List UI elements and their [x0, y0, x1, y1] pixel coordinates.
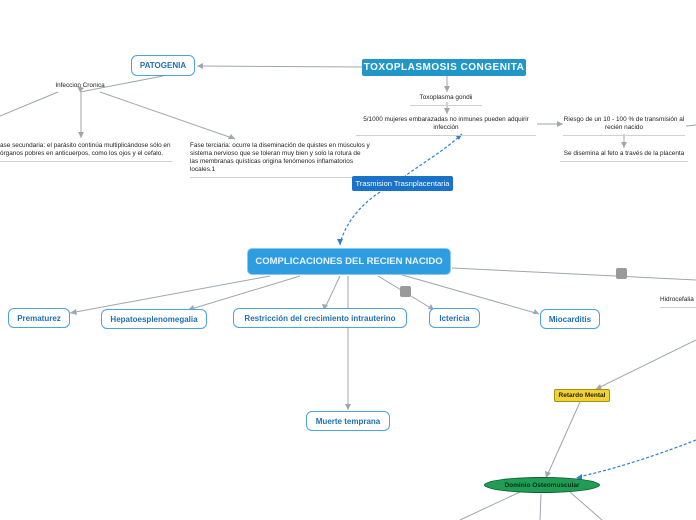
dominio-osteomuscular-node[interactable]: Dominio Osteomuscular [484, 477, 600, 493]
fase-terciaria-node[interactable]: Fase terciaria: ocurre la diseminación d… [190, 142, 370, 178]
link-infeccion-left [0, 91, 59, 117]
root-node[interactable]: TOXOPLASMOSIS CONGENITA [362, 59, 526, 76]
ictericia-node[interactable]: Ictericia [429, 308, 480, 328]
infeccion-cronica-label: Infeccion Cronica [55, 82, 105, 89]
prematurez-label: Prematurez [17, 313, 61, 323]
link-dominio-left [459, 491, 521, 520]
collapse-handle[interactable] [400, 286, 411, 297]
link-dominio-right [569, 491, 603, 520]
transmision-label: Trasmision Trasnplacentaria [355, 179, 450, 188]
disemina-node[interactable]: Se disemina al feto a través de la place… [560, 150, 688, 162]
hepatoesplenomegalia-node[interactable]: Hepatoesplenomegalia [101, 309, 207, 329]
mujeres-node[interactable]: 5/1000 mujeres embarazadas no inmunes pu… [356, 116, 536, 136]
hepatoesplenomegalia-label: Hepatoesplenomegalia [110, 314, 198, 324]
dominio-osteomuscular-label: Dominio Osteomuscular [504, 481, 580, 489]
complicaciones-label: COMPLICACIONES DEL RECIEN NACIDO [255, 256, 443, 267]
link-comp-right [451, 267, 696, 281]
prematurez-node[interactable]: Prematurez [8, 308, 70, 328]
fase-secundaria-node[interactable]: ase secundaria: el parásito continúa mul… [0, 142, 172, 162]
link-patogenia-infeccion [79, 75, 164, 93]
link-root-patogenia [196, 65, 363, 68]
toxoplasma-node[interactable]: Toxoplasma gondii [410, 94, 482, 106]
collapse-handle-right[interactable] [616, 268, 627, 279]
dashed-link-dominio [577, 439, 696, 478]
infeccion-cronica-node[interactable]: Infeccion Cronica [40, 82, 120, 90]
dashed-link-up [404, 133, 463, 177]
miocarditis-node[interactable]: Miocarditis [540, 309, 600, 329]
link-right-retardo [595, 339, 696, 390]
toxoplasma-label: Toxoplasma gondii [419, 94, 473, 101]
ictericia-label: Ictericia [439, 313, 470, 323]
link-dominio-down [539, 493, 542, 520]
mujeres-label: 5/1000 mujeres embarazadas no inmunes pu… [363, 116, 529, 131]
retardo-mental-node[interactable]: Retardo Mental [554, 389, 610, 402]
root-label: TOXOPLASMOSIS CONGENITA [363, 62, 525, 73]
link-retardo-dominio [545, 401, 581, 479]
complicaciones-node[interactable]: COMPLICACIONES DEL RECIEN NACIDO [248, 249, 450, 274]
patogenia-node[interactable]: PATOGENIA [131, 55, 195, 76]
restriccion-node[interactable]: Restricción del crecimiento intrauterino [233, 308, 407, 328]
restriccion-label: Restricción del crecimiento intrauterino [244, 313, 396, 323]
miocarditis-label: Miocarditis [548, 314, 592, 324]
link-comp-prematurez [69, 275, 271, 314]
riesgo-node[interactable]: Riesgo de un 10 - 100 % de transmisión a… [563, 116, 685, 136]
link-comp-restriccion [323, 275, 341, 311]
riesgo-label: Riesgo de un 10 - 100 % de transmisión a… [563, 116, 685, 131]
hidrocefalia-node[interactable]: Hidrocefalia [660, 296, 696, 308]
fase-terciaria-label: Fase terciaria: ocurre la diseminación d… [190, 142, 370, 173]
hidrocefalia-label: Hidrocefalia [660, 296, 694, 303]
retardo-mental-label: Retardo Mental [558, 392, 606, 399]
fase-secundaria-label: ase secundaria: el parásito continúa mul… [0, 142, 171, 157]
transmision-node[interactable]: Trasmision Trasnplacentaria [352, 176, 453, 191]
patogenia-label: PATOGENIA [139, 61, 187, 70]
dashed-link-down [339, 191, 381, 246]
muerte-temprana-label: Muerte temprana [315, 416, 381, 426]
muerte-temprana-node[interactable]: Muerte temprana [306, 411, 390, 431]
disemina-label: Se disemina al feto a través de la place… [563, 150, 685, 157]
link-comp-miocarditis [391, 271, 540, 315]
link-riesgo-right [685, 124, 696, 127]
link-infeccion-terciaria [99, 91, 236, 140]
link-comp-hepato [187, 275, 301, 311]
